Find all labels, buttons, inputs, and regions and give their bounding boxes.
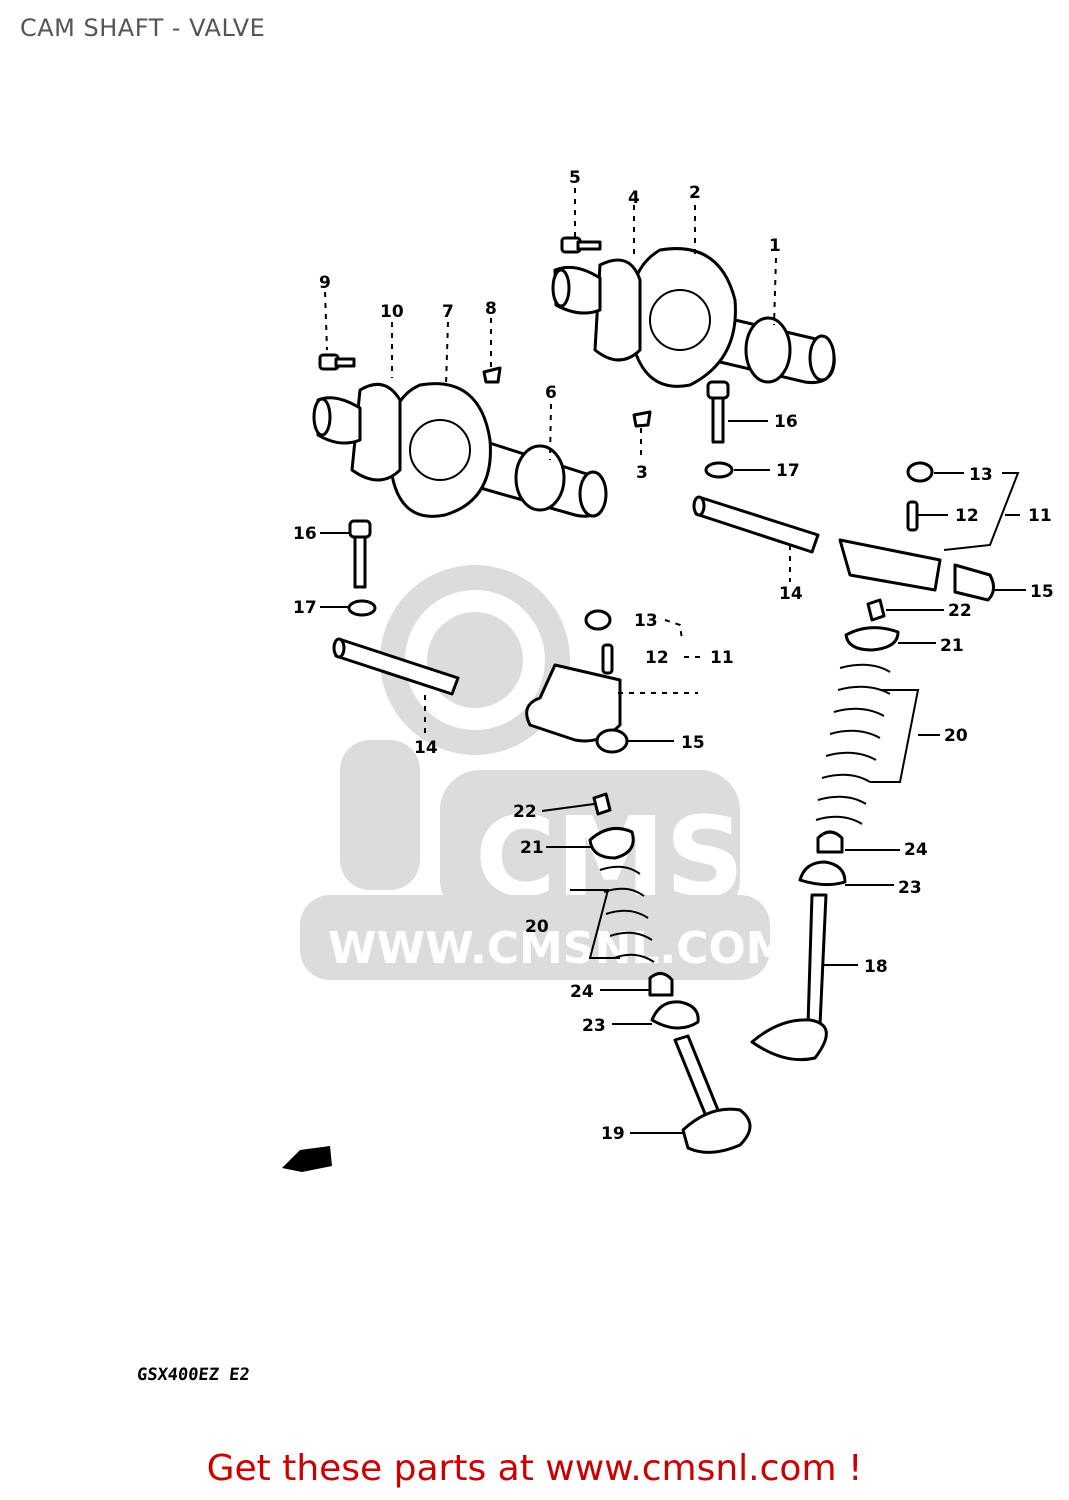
pin-8 — [482, 366, 502, 384]
callout-17-right: 17 — [776, 461, 800, 481]
callout-13-right: 13 — [969, 465, 993, 485]
valve-assembly-right — [750, 598, 900, 1062]
leader-lines — [320, 188, 1026, 1134]
callout-labels: 1 2 3 4 5 6 7 8 9 10 11 11 12 12 13 13 1… — [293, 168, 1054, 1144]
page-title: CAM SHAFT - VALVE — [20, 14, 266, 42]
callout-22-right: 22 — [948, 601, 972, 621]
callout-1: 1 — [769, 236, 781, 256]
callout-12-right: 12 — [955, 506, 979, 526]
bolt-9 — [318, 353, 356, 371]
callout-12-left: 12 — [645, 648, 669, 668]
washer-17-right — [704, 461, 734, 479]
front-arrow-icon — [282, 1146, 332, 1172]
callout-6: 6 — [545, 383, 557, 403]
callout-20-right: 20 — [944, 726, 968, 746]
camshaft-right — [551, 247, 836, 388]
bolt-16-left — [348, 519, 372, 589]
callout-16-right: 16 — [774, 412, 798, 432]
callout-10: 10 — [380, 302, 404, 322]
callout-2: 2 — [689, 183, 701, 203]
callout-11-left: 11 — [710, 648, 734, 668]
callout-4: 4 — [628, 188, 640, 208]
camshaft-left — [312, 382, 608, 518]
callout-14-left: 14 — [414, 738, 438, 758]
rocker-arm-11-right — [838, 461, 995, 602]
valve-assembly-left — [588, 792, 752, 1154]
callout-15-left: 15 — [681, 733, 705, 753]
callout-13-left: 13 — [634, 611, 658, 631]
callout-21-left: 21 — [520, 838, 544, 858]
callout-21-right: 21 — [940, 636, 964, 656]
bolt-16-right — [706, 380, 730, 444]
callout-3: 3 — [636, 463, 648, 483]
callout-15-right: 15 — [1030, 582, 1054, 602]
callout-8: 8 — [485, 299, 497, 319]
callout-23-right: 23 — [898, 878, 922, 898]
washer-17-left — [347, 599, 377, 617]
callout-16-left: 16 — [293, 524, 317, 544]
callout-20-left: 20 — [525, 917, 549, 937]
callout-24-left: 24 — [570, 982, 594, 1002]
callout-11-right: 11 — [1028, 506, 1052, 526]
callout-7: 7 — [442, 302, 454, 322]
callout-17-left: 17 — [293, 598, 317, 618]
callout-5: 5 — [569, 168, 581, 188]
callout-24-right: 24 — [904, 840, 928, 860]
rocker-arm-11-left — [525, 609, 629, 754]
bolt-5 — [560, 236, 602, 254]
rocker-shaft-14-left — [332, 637, 460, 696]
rocker-shaft-14-right — [692, 495, 820, 554]
footer-link[interactable]: Get these parts at www.cmsnl.com ! — [206, 1448, 863, 1489]
pin-3 — [632, 410, 652, 428]
callout-18: 18 — [864, 957, 888, 977]
callout-9: 9 — [319, 273, 331, 293]
callout-22-left: 22 — [513, 802, 537, 822]
model-code: GSX400EZ E2 — [135, 1365, 251, 1385]
watermark-url: WWW.CMSNL.COM — [328, 923, 790, 974]
callout-19: 19 — [601, 1124, 625, 1144]
callout-23-left: 23 — [582, 1016, 606, 1036]
callout-14-right: 14 — [779, 584, 803, 604]
